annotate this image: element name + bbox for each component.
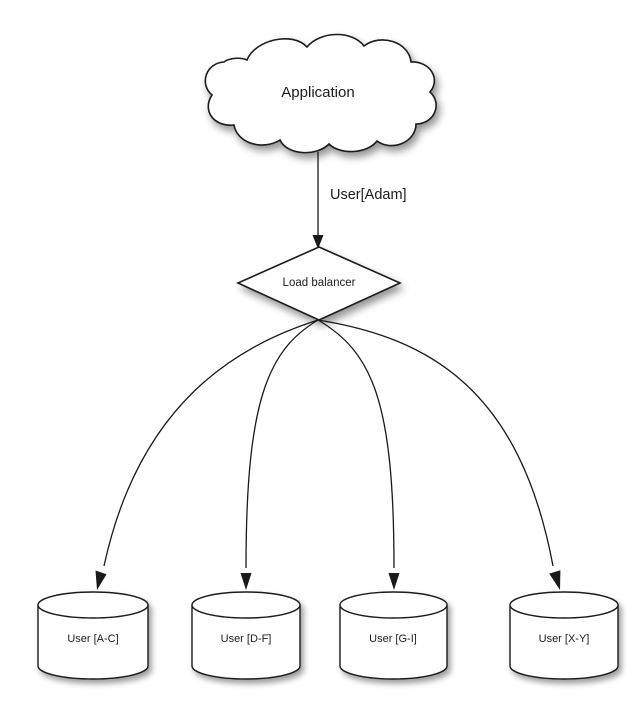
load-balancer-label: Load balancer	[283, 277, 356, 289]
application-cloud-label: Application	[281, 84, 354, 101]
edge-curve-shard-4	[317, 319, 554, 567]
arrowhead-shard-3	[388, 573, 400, 590]
arrowhead-shard-1	[95, 570, 107, 590]
edge-balancer-to-shard-3	[317, 319, 400, 590]
node-application-cloud[interactable]: Application	[204, 33, 437, 154]
node-load-balancer[interactable]: Load balancer	[236, 246, 402, 321]
edge-balancer-to-shard-2	[240, 319, 319, 590]
shard-database-1-label: User [A-C]	[67, 633, 118, 645]
arrowhead-shard-2	[240, 573, 252, 590]
arrowhead-to-balancer	[312, 235, 324, 249]
node-shard-database-3[interactable]: User [G-I]	[339, 591, 448, 680]
edge-balancer-to-shard-4	[317, 319, 561, 590]
shard-database-4-label: User [X-Y]	[539, 633, 590, 645]
edge-curve-shard-3	[317, 319, 395, 569]
shard-database-2-label: User [D-F]	[221, 633, 272, 645]
node-shard-database-4[interactable]: User [X-Y]	[509, 591, 619, 680]
node-shard-database-1[interactable]: User [A-C]	[37, 591, 149, 680]
edge-label-user-adam: User[Adam]	[330, 187, 407, 203]
edge-balancer-to-shard-1	[95, 319, 319, 590]
arrowhead-shard-4	[549, 570, 561, 590]
edge-curve-shard-1	[103, 319, 319, 567]
edge-application-to-balancer: User[Adam]	[312, 152, 407, 249]
edge-curve-shard-2	[245, 319, 319, 569]
node-shard-database-2[interactable]: User [D-F]	[191, 591, 301, 680]
shard-database-3-label: User [G-I]	[369, 633, 417, 645]
